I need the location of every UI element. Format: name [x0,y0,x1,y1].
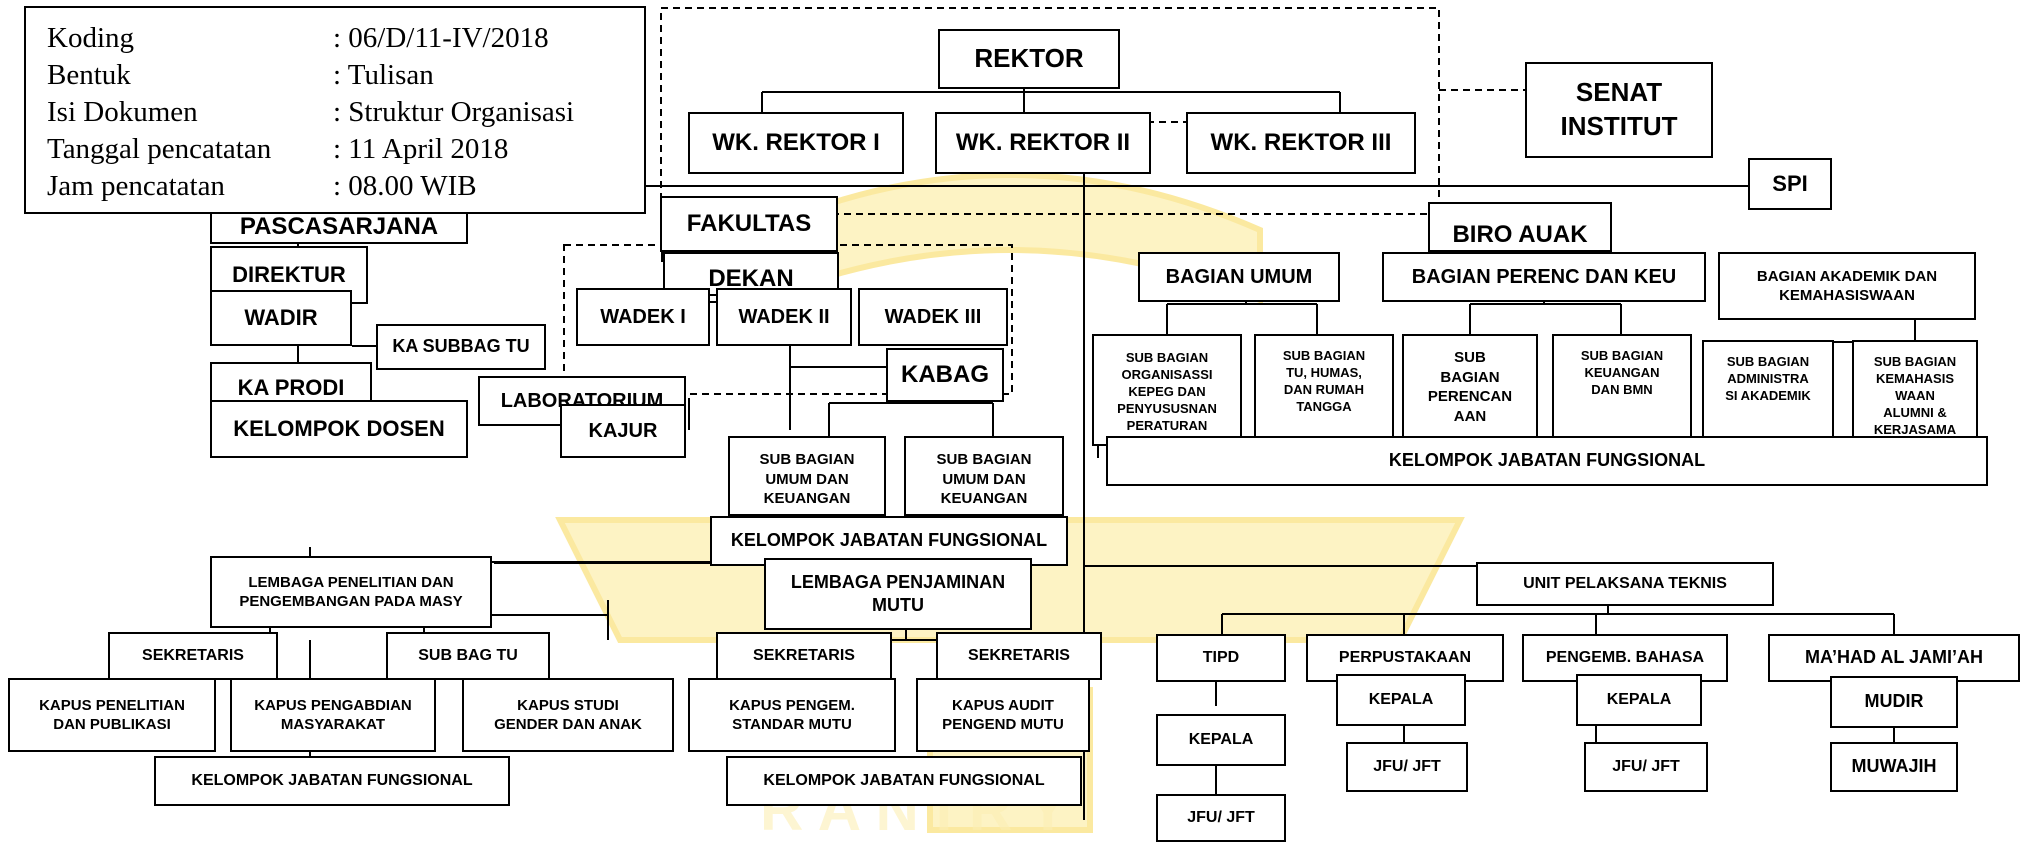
node-biro-sub-5: SUB BAGIAN ADMINISTRA SI AKADEMIK [1702,340,1834,446]
node-fak-sub-bagian-1: SUB BAGIAN UMUM DAN KEUANGAN [728,436,886,516]
node-mudir: MUDIR [1830,676,1958,728]
node-wk-rektor-1: WK. REKTOR I [688,112,904,174]
node-biro-jabatan-fungsional: KELOMPOK JABATAN FUNGSIONAL [1106,436,1988,486]
node-perpus-jfu: JFU/ JFT [1346,742,1468,792]
info-value: : 11 April 2018 [333,133,509,165]
info-row: Tanggal pencatatan : 11 April 2018 [47,131,644,168]
info-key: Jam pencatatan [47,170,225,202]
node-ka-subbag-tu: KA SUBBAG TU [376,324,546,370]
info-key: Tanggal pencatatan [47,133,272,165]
info-row: Isi Dokumen : Struktur Organisasi [47,94,644,131]
node-rektor: REKTOR [938,29,1120,89]
node-tipd-jfu: JFU/ JFT [1156,794,1286,842]
node-bahasa-kepala: KEPALA [1576,674,1702,726]
node-biro-sub-4: SUB BAGIAN KEUANGAN DAN BMN [1552,334,1692,446]
node-biro-auak: BIRO AUAK [1428,202,1612,252]
node-lpm-jabatan-fungsional: KELOMPOK JABATAN FUNGSIONAL [726,756,1082,806]
node-bahasa-jfu: JFU/ JFT [1584,742,1708,792]
info-key: Bentuk [47,59,131,91]
node-unit-pelaksana-teknis: UNIT PELAKSANA TEKNIS [1476,562,1774,606]
node-lpm-sekretaris-1: SEKRETARIS [716,632,892,680]
node-kapus-pengem-standar: KAPUS PENGEM. STANDAR MUTU [688,678,896,752]
node-lp2m: LEMBAGA PENELITIAN DAN PENGEMBANGAN PADA… [210,556,492,628]
node-wk-rektor-2: WK. REKTOR II [935,112,1151,174]
node-biro-sub-1: SUB BAGIAN ORGANISASSI KEPEG DAN PENYUSU… [1092,334,1242,446]
info-row: Bentuk : Tulisan [47,57,644,94]
node-fakultas: FAKULTAS [660,196,838,252]
node-wadir: WADIR [210,290,352,346]
node-kabag: KABAG [886,348,1004,402]
node-lpm-sekretaris-2: SEKRETARIS [936,632,1102,680]
node-wadek-1: WADEK I [576,288,710,346]
info-row: Jam pencatatan : 08.00 WIB [47,168,644,205]
node-biro-sub-6: SUB BAGIAN KEMAHASIS WAAN ALUMNI & KERJA… [1852,340,1978,446]
node-spi: SPI [1748,158,1832,210]
node-senat-institut: SENAT INSTITUT [1525,62,1713,158]
node-bagian-umum: BAGIAN UMUM [1138,252,1340,302]
node-perpus-kepala: KEPALA [1336,674,1466,726]
info-value: : Struktur Organisasi [333,96,575,128]
node-bagian-akademik: BAGIAN AKADEMIK DAN KEMAHASISWAAN [1718,252,1976,320]
node-kapus-pengabdian: KAPUS PENGABDIAN MASYARAKAT [230,678,436,752]
node-wk-rektor-3: WK. REKTOR III [1186,112,1416,174]
node-wadek-2: WADEK II [716,288,852,346]
info-value: : Tulisan [333,59,434,91]
node-kelompok-dosen: KELOMPOK DOSEN [210,400,468,458]
info-value: : 06/D/11-IV/2018 [333,22,549,54]
node-kajur: KAJUR [560,404,686,458]
node-bagian-perenc: BAGIAN PERENC DAN KEU [1382,252,1706,302]
node-tipd: TIPD [1156,634,1286,682]
node-kapus-audit: KAPUS AUDIT PENGEND MUTU [916,678,1090,752]
info-key: Koding [47,22,134,54]
info-key: Isi Dokumen [47,96,198,128]
document-info-box: Koding: 06/D/11-IV/2018 Bentuk: Tulisan … [24,6,646,214]
node-biro-sub-3: SUB BAGIAN PERENCAN AAN [1402,334,1538,446]
node-tipd-kepala: KEPALA [1156,714,1286,766]
node-lp2m-sub-bag-tu: SUB BAG TU [386,632,550,680]
info-value: : 08.00 WIB [333,170,477,202]
node-wadek-3: WADEK III [858,288,1008,346]
node-fak-sub-bagian-2: SUB BAGIAN UMUM DAN KEUANGAN [904,436,1064,516]
node-kapus-studi-gender: KAPUS STUDI GENDER DAN ANAK [462,678,674,752]
node-kapus-penelitian: KAPUS PENELITIAN DAN PUBLIKASI [8,678,216,752]
node-lpm: LEMBAGA PENJAMINAN MUTU [764,558,1032,630]
node-lp2m-jabatan-fungsional: KELOMPOK JABATAN FUNGSIONAL [154,756,510,806]
node-biro-sub-2: SUB BAGIAN TU, HUMAS, DAN RUMAH TANGGA [1254,334,1394,446]
node-muwajih: MUWAJIH [1830,742,1958,792]
node-lp2m-sekretaris: SEKRETARIS [108,632,278,680]
info-row: Koding : 06/D/11-IV/2018 [47,20,644,57]
node-mahad-al-jamiah: MA’HAD AL JAMI’AH [1768,634,2020,682]
